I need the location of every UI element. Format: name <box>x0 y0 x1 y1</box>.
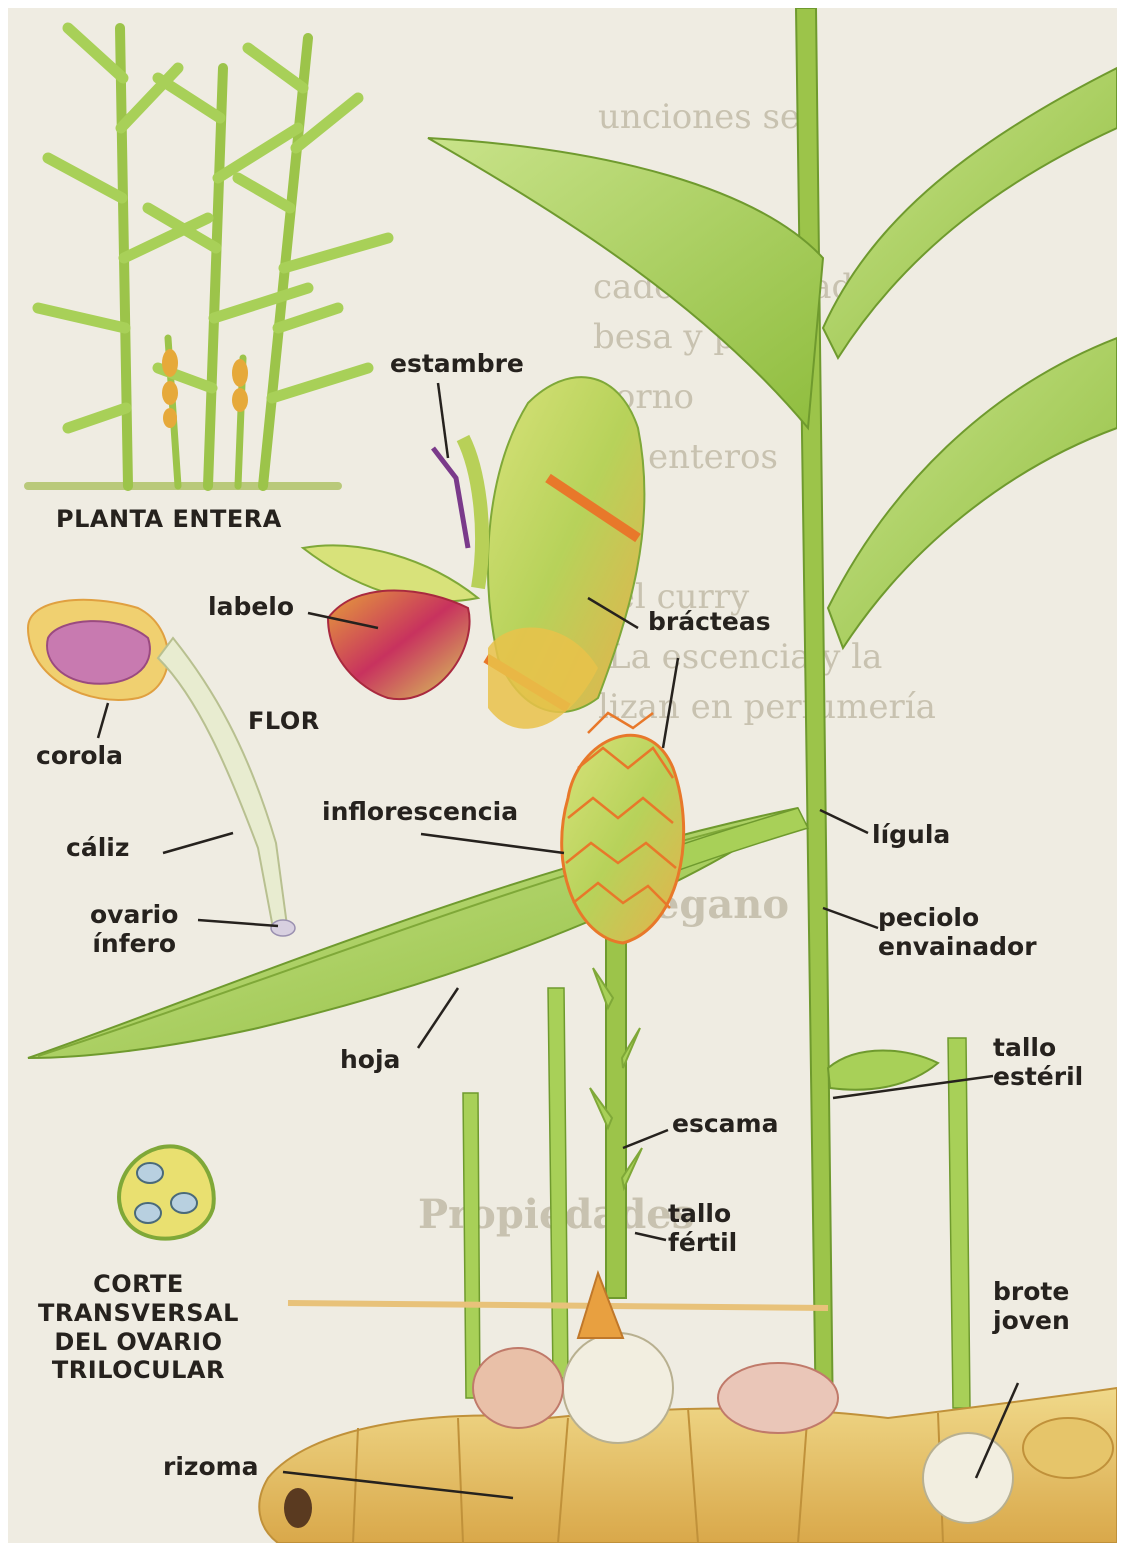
label-rizoma: rizoma <box>163 1453 259 1482</box>
label-ovario-line2: ínfero <box>90 930 178 959</box>
bg-text-1: unciones se <box>598 97 800 137</box>
label-tallo-fertil: tallo fértil <box>668 1200 737 1258</box>
label-estambre: estambre <box>390 350 524 379</box>
label-escama: escama <box>672 1110 778 1139</box>
label-ligula: lígula <box>872 821 950 850</box>
rhizome-drawing <box>259 1273 1117 1543</box>
label-peciolo-line2: envainador <box>878 933 1037 962</box>
label-labelo: labelo <box>208 593 294 622</box>
bg-text-5: enteros <box>648 437 778 477</box>
label-bracteas: brácteas <box>648 608 771 637</box>
label-inflorescencia: inflorescencia <box>322 798 518 827</box>
label-tallo-esteril-line1: tallo <box>993 1034 1083 1063</box>
label-corte-line4: TRILOCULAR <box>38 1356 239 1385</box>
label-planta-entera: PLANTA ENTERA <box>56 506 282 534</box>
label-tallo-fertil-line2: fértil <box>668 1229 737 1258</box>
ovary-cross-section-drawing <box>119 1146 214 1238</box>
label-tallo-esteril-line2: estéril <box>993 1063 1083 1092</box>
illustration-frame: unciones se cados y pescado besa y pollo… <box>8 8 1117 1543</box>
label-corte-line3: DEL OVARIO <box>38 1328 239 1357</box>
label-corte-line1: CORTE <box>38 1270 239 1299</box>
label-ovario-infero: ovario ínfero <box>90 901 178 959</box>
label-corte-transversal: CORTE TRANSVERSAL DEL OVARIO TRILOCULAR <box>38 1270 239 1385</box>
label-brote-joven: brote joven <box>993 1278 1070 1336</box>
inflorescence-cone <box>562 713 684 943</box>
flower-drawing <box>303 377 644 729</box>
label-brote-line1: brote <box>993 1278 1070 1307</box>
label-peciolo-envainador: peciolo envainador <box>878 904 1037 962</box>
label-caliz: cáliz <box>66 834 129 863</box>
bg-text-8: lizan en perfumería <box>598 687 936 727</box>
label-ovario-line1: ovario <box>90 901 178 930</box>
label-peciolo-line1: peciolo <box>878 904 1037 933</box>
label-tallo-esteril: tallo estéril <box>993 1034 1083 1092</box>
label-corte-line2: TRANSVERSAL <box>38 1299 239 1328</box>
label-flor: FLOR <box>248 708 320 736</box>
label-corola: corola <box>36 742 123 771</box>
label-tallo-fertil-line1: tallo <box>668 1200 737 1229</box>
whole-plant-drawing <box>28 28 388 486</box>
label-brote-line2: joven <box>993 1307 1070 1336</box>
label-hoja: hoja <box>340 1046 400 1075</box>
